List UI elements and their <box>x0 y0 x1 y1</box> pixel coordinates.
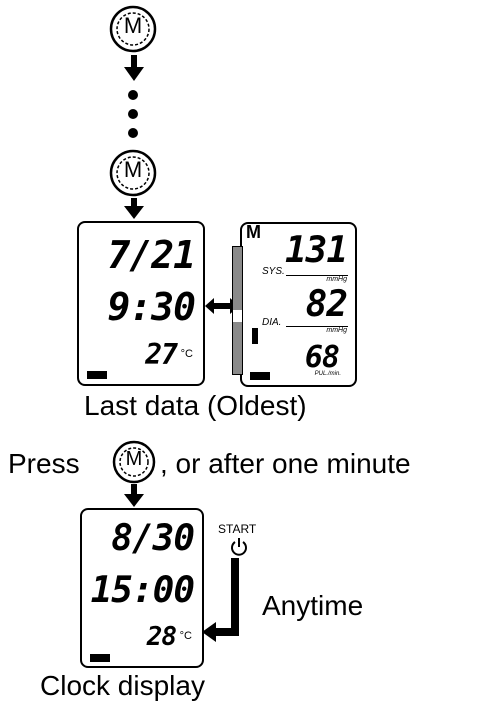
battery-icon <box>87 371 107 379</box>
level-marker <box>252 328 258 344</box>
clock-temperature: 28 <box>146 622 177 652</box>
systolic-underline <box>286 275 348 276</box>
lcd-date: 7/21 <box>107 233 196 277</box>
lcd-temperature-unit: °C <box>180 348 193 360</box>
continuation-dots-icon <box>128 90 138 138</box>
diastolic-value: 82 <box>305 284 348 325</box>
start-label: START <box>218 522 257 536</box>
m-button-label: M <box>123 13 143 38</box>
m-button-label: M <box>123 157 143 182</box>
clock-date: 8/30 <box>111 518 195 559</box>
clock-lcd: 8/30 15:00 28 °C <box>80 508 204 668</box>
down-arrow-icon <box>124 55 144 81</box>
double-arrow-icon <box>205 298 239 314</box>
lcd-temperature: 27 <box>145 338 178 371</box>
power-icon[interactable] <box>229 537 249 557</box>
down-arrow-icon <box>124 484 144 507</box>
diastolic-underline <box>286 326 348 327</box>
pulse-unit: PUL./min. <box>314 371 341 377</box>
anytime-caption: Anytime <box>262 590 364 621</box>
m-button-label: M <box>125 448 143 470</box>
lcd-time: 9:30 <box>107 285 196 329</box>
systolic-value: 131 <box>284 230 348 271</box>
m-button-icon[interactable] <box>108 4 158 54</box>
clock-display-caption: Clock display <box>40 670 205 701</box>
press-caption-start: Press <box>8 448 80 479</box>
m-button-icon[interactable] <box>111 439 157 485</box>
battery-icon <box>90 654 110 662</box>
down-arrow-icon <box>124 198 144 219</box>
pulse-value: 68 <box>304 340 340 375</box>
last-data-lcd: 7/21 9:30 27 °C <box>77 221 205 386</box>
reading-lcd: M 131 SYS. mmHg 82 DIA. mmHg 68 PUL./min… <box>232 222 357 387</box>
memory-mark: M <box>246 222 261 242</box>
diastolic-unit: mmHg <box>326 327 347 334</box>
systolic-unit: mmHg <box>326 276 347 283</box>
press-caption-end: , or after one minute <box>160 448 411 479</box>
last-data-caption: Last data (Oldest) <box>84 390 307 421</box>
m-button-icon[interactable] <box>108 148 158 198</box>
level-bar-gap <box>233 310 242 322</box>
clock-temperature-unit: °C <box>179 630 192 642</box>
diastolic-label: DIA. <box>262 317 282 328</box>
battery-icon <box>250 372 270 380</box>
elbow-arrow-icon <box>202 558 239 642</box>
clock-time: 15:00 <box>90 570 195 611</box>
systolic-label: SYS. <box>262 266 285 277</box>
